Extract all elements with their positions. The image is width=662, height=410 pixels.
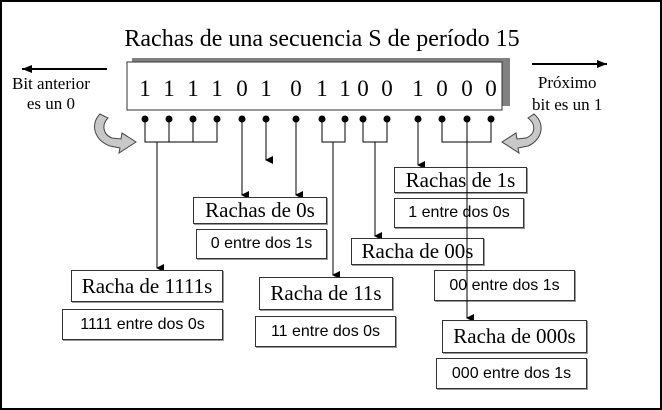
bit-11: 1	[412, 76, 424, 101]
left-note: Bit anterior es un 0	[12, 74, 90, 114]
bit-12: 0	[436, 76, 448, 101]
bit-10: 0	[381, 76, 393, 101]
bracket-11	[321, 119, 346, 143]
box-racha-de-00s: Racha de 00s	[351, 238, 484, 265]
bit-14: 0	[485, 76, 497, 101]
sequence-box	[126, 61, 503, 111]
curved-arrow-right-icon	[501, 113, 542, 155]
box-racha-de-000s: Racha de 000s	[442, 320, 587, 353]
right-note-line2: bit es un 1	[532, 95, 603, 114]
left-note-line2: es un 0	[26, 94, 76, 113]
curved-arrow-left-icon	[94, 113, 137, 155]
box-000-entre-dos-1s: 000 entre dos 1s	[436, 358, 587, 389]
box-racha-de-11s: Racha de 11s	[259, 277, 393, 310]
bit-4: 0	[236, 76, 248, 101]
box-racha-de-1111s: Racha de 1111s	[71, 270, 223, 302]
bracket-1111	[144, 119, 218, 143]
bit-7: 1	[316, 76, 328, 101]
box-rachas-de-0s: Rachas de 0s	[193, 197, 327, 224]
bit-0: 1	[139, 76, 151, 101]
box-11-entre-dos-0s: 11 entre dos 0s	[255, 316, 396, 347]
right-note: Próximo bit es un 1	[532, 72, 602, 116]
bit-6: 0	[290, 76, 302, 101]
bit-8: 1	[339, 76, 351, 101]
bit-9: 0	[357, 76, 369, 101]
box-0-entre-dos-1s: 0 entre dos 1s	[196, 229, 327, 259]
box-1-entre-dos-0s: 1 entre dos 0s	[394, 198, 524, 228]
bit-3: 1	[211, 76, 223, 101]
bit-2: 1	[187, 76, 199, 101]
box-00-entre-dos-1s: 00 entre dos 1s	[434, 270, 575, 301]
box-1111-entre-dos-0s: 1111 entre dos 0s	[62, 309, 223, 340]
left-note-line1: Bit anterior	[12, 74, 90, 93]
right-note-line1: Próximo	[537, 73, 597, 92]
bit-5: 1	[260, 76, 272, 101]
page-title: Rachas de una secuencia S de período 15	[124, 26, 520, 52]
box-rachas-de-1s: Rachas de 1s	[394, 167, 527, 193]
bracket-00	[362, 119, 388, 143]
bit-13: 0	[461, 76, 473, 101]
bit-1: 1	[163, 76, 175, 101]
